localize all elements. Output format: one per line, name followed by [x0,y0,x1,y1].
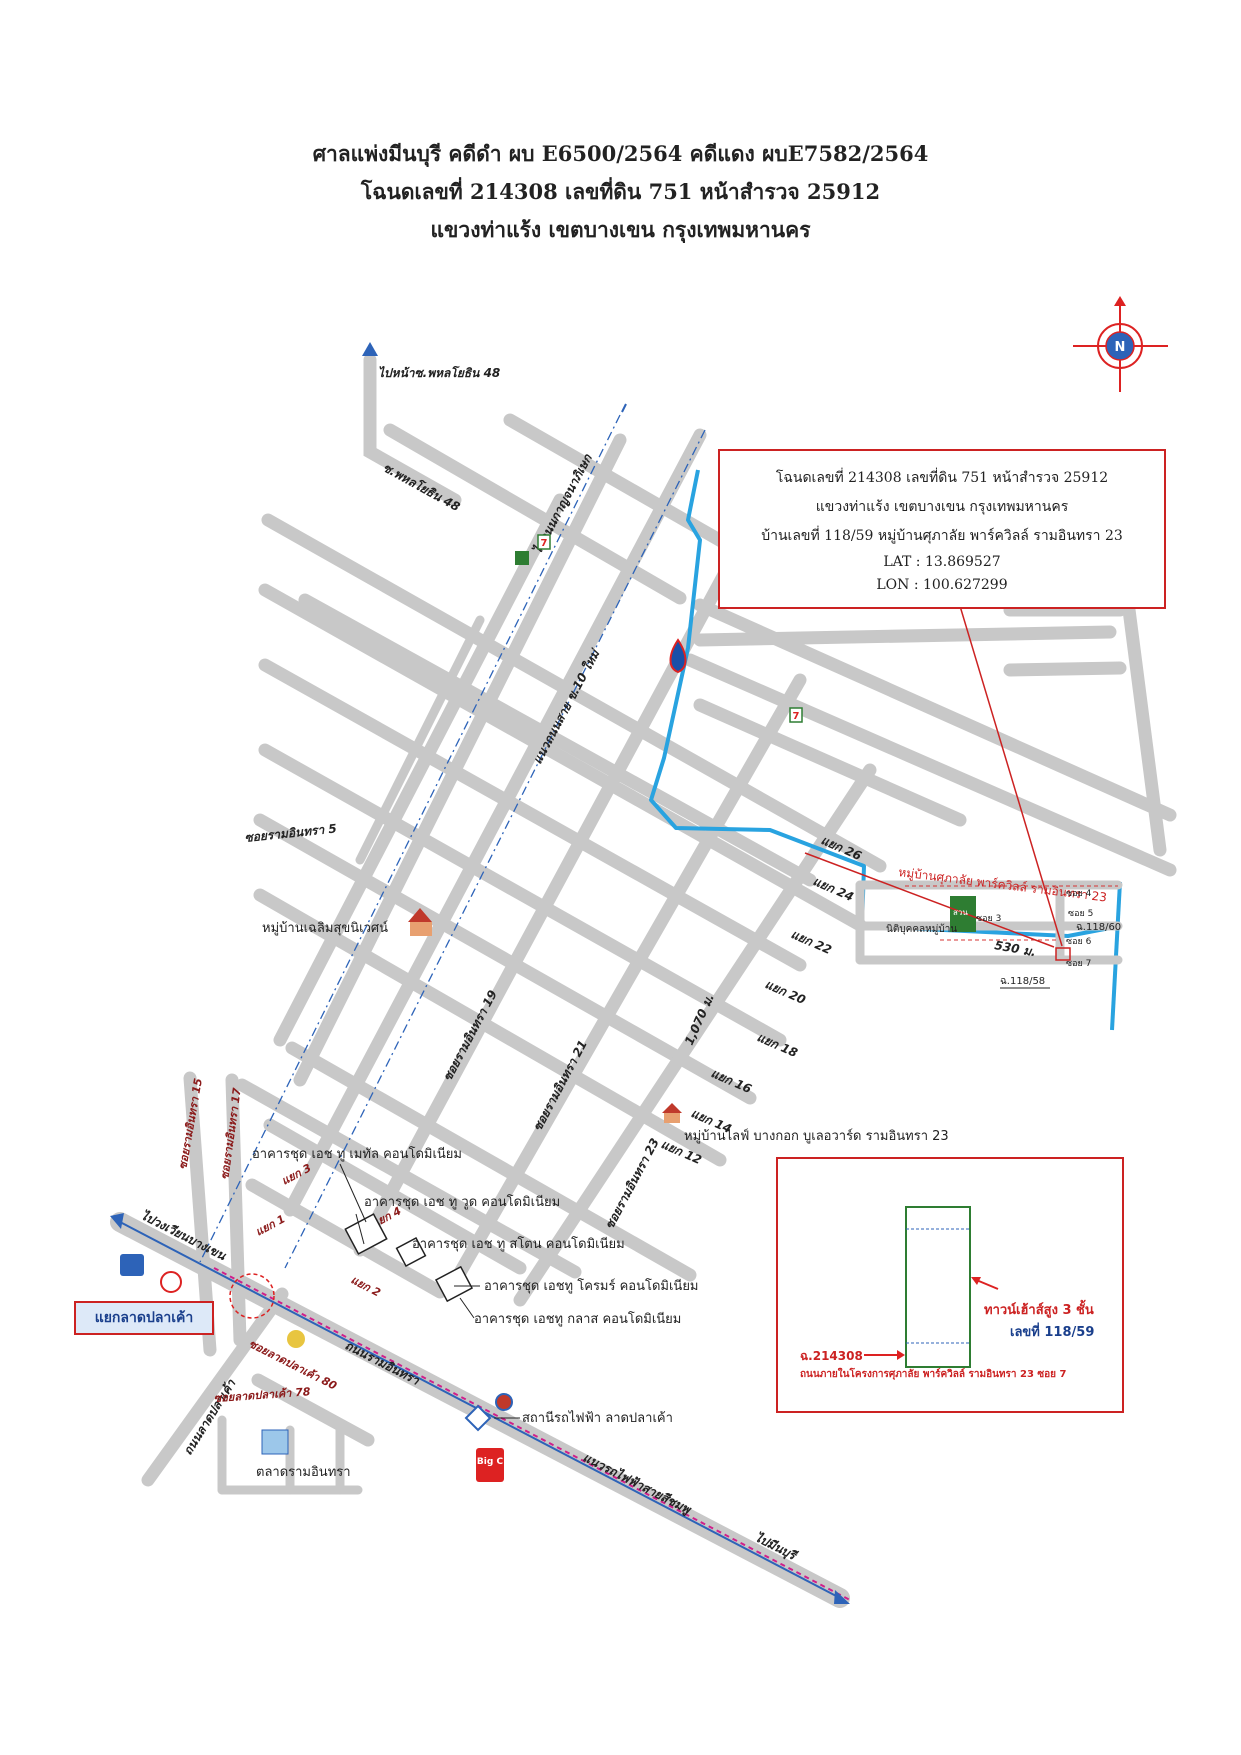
kbank-icon [160,1271,182,1293]
property-inset: ทาวน์เฮ้าส์สูง 3 ชั้น เลขที่ 118/59 ฉ.21… [776,1157,1124,1413]
label-soi5: ซอย 5 [1068,909,1093,919]
property-pointer [804,852,1055,948]
label-bts-line: แนวรถไฟฟ้าสายสีชมพู [580,1449,695,1518]
property-info-box: โฉนดเลขที่ 214308 เลขที่ดิน 751 หน้าสำรว… [718,449,1166,609]
house-icon-body [410,922,432,936]
header-district-line: แขวงท่าแร้ง เขตบางเขน กรุงเทพมหานคร [430,217,811,242]
label-soi6: ซอย 6 [1066,937,1092,947]
header-case-line: ศาลแพ่งมีนบุรี คดีดำ ผบ E6500/2564 คดีแด… [312,141,929,166]
house-icon-life-body [664,1113,680,1123]
inset-caption: ถนนภายในโครงการศุภาลัย พาร์ควิลล์ รามอิน… [800,1369,1067,1380]
seven-eleven-label-b: 7 [793,711,800,722]
arrow-to-kanchana [621,403,627,413]
label-plot-118-60: ฉ.118/60 [1076,922,1121,933]
bigc-label: Big C [477,1457,504,1467]
intersection-label-box: แยกลาดปลาเค้า [74,1301,214,1335]
fuel-station-icon [669,638,687,674]
label-park: สวน [953,908,968,917]
property-marker [1055,947,1071,961]
bank-icon [120,1254,144,1276]
info-deed: โฉนดเลขที่ 214308 เลขที่ดิน 751 หน้าสำรว… [775,470,1109,486]
callout-pointer [959,605,1063,947]
label-station: สถานีรถไฟฟ้า ลาดปลาเค้า [522,1410,673,1426]
label-soi7: ซอย 7 [1066,959,1091,969]
label-condo-wood: อาคารชุด เอช ทู วูด คอนโดมิเนียม [364,1194,560,1210]
inset-townhouse-label: ทาวน์เฮ้าส์สูง 3 ชั้น [984,1303,1094,1318]
bigc-icon [476,1448,504,1482]
inset-house-no: เลขที่ 118/59 [1010,1325,1095,1340]
label-yaek20: แยก 20 [763,977,808,1007]
label-soi4: ซอย 4 [1066,889,1092,899]
house-icon-chaloem [408,908,432,922]
label-life-village: หมู่บ้านไลฟ์ บางกอก บูเลอวาร์ด รามอินทรา… [684,1128,949,1144]
house-icon-life [662,1103,682,1113]
ktb-icon [287,1330,305,1348]
label-chaloem: หมู่บ้านเฉลิมสุขนิเวศน์ [262,920,388,936]
label-market: ตลาดรามอินทรา [256,1465,351,1480]
landmark-icon-green [515,551,529,565]
label-plot-118-58: ฉ.118/58 [1000,976,1045,987]
inset-deed-no: ฉ.214308 [800,1349,863,1363]
label-condo-glass: อาคารชุด เอชทู กลาส คอนโดมิเนียม [474,1311,681,1327]
label-condo-chrome: อาคารชุด เอชทู โครมร์ คอนโดมิเนียม [484,1278,699,1294]
station-icon [464,1404,492,1432]
arrow-to-phahon [362,342,378,356]
label-soi3: ซอย 3 [976,914,1001,924]
label-condo-stone: อาคารชุด เอช ทู สโตน คอนโดมิเนียม [412,1236,625,1252]
label-yaek22: แยก 22 [789,927,834,957]
label-yaek2: แยก 2 [349,1273,383,1300]
planned-road-line-b [284,429,706,1269]
inset-plot [905,1206,971,1368]
inset-drawing [864,1206,999,1368]
header-deed-line: โฉนดเลขที่ 214308 เลขที่ดิน 751 หน้าสำรว… [360,179,881,204]
info-lon: LON : 100.627299 [876,577,1008,593]
planned-road-line-a [199,414,621,1263]
market-icon [261,1429,289,1455]
intersection-circle [229,1273,275,1319]
village-park [950,896,976,932]
seven-eleven-icon-a [537,534,551,550]
info-district: แขวงท่าแร้ง เขตบางเขน กรุงเทพมหานคร [815,499,1069,515]
info-address: บ้านเลขที่ 118/59 หมู่บ้านศุภาลัย พาร์คว… [761,528,1123,544]
info-lat: LAT : 13.869527 [883,554,1001,570]
label-to-phahon: ไปหน้าซ.พหลโยธิน 48 [378,365,500,380]
compass-label: N [1115,340,1126,355]
label-condo-metal: อาคารชุด เอช ทู เมทัล คอนโดมิเนียม [252,1146,462,1162]
condo-buildings [344,1213,474,1303]
label-yaek1: แยก 1 [253,1212,287,1238]
pink-line-rail [213,1267,851,1601]
label-juristic: นิติบุคคลหมู่บ้าน [886,923,957,935]
mrt-icon [495,1393,513,1411]
seven-eleven-icon-b [789,707,803,723]
arrow-to-bangkhen [110,1213,124,1229]
compass [1073,296,1168,392]
village-block [804,852,1123,965]
seven-eleven-label-a: 7 [541,538,548,549]
arrow-to-minburi [834,1590,850,1604]
